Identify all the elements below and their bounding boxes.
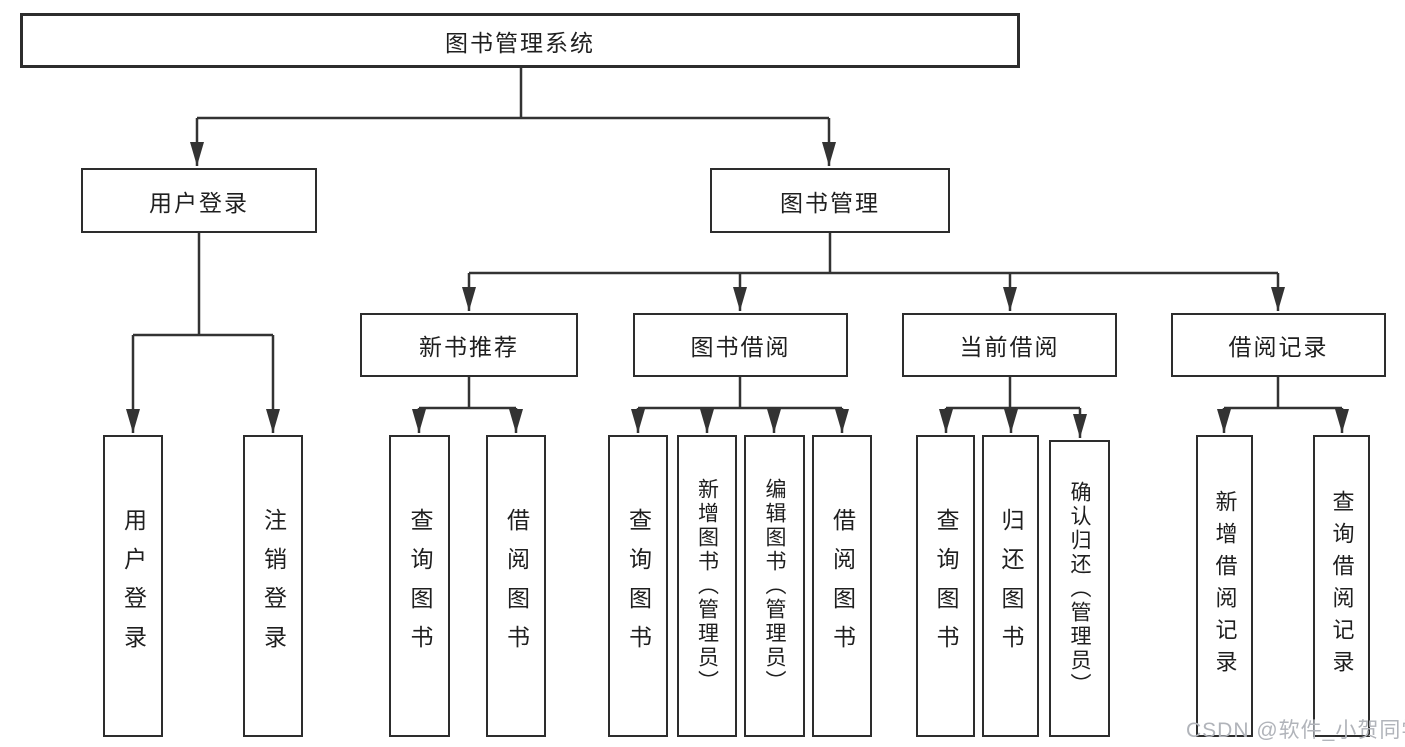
leaf-br-add-record-label: 新增借阅记录 [1212, 490, 1238, 682]
leaf-cb-confirm-return-admin-label: 确认归还（管理员） [1068, 480, 1091, 697]
leaf-nbr-query-books: 查询图书 [389, 435, 450, 737]
node-book-borrow: 图书借阅 [633, 313, 848, 377]
node-root: 图书管理系统 [20, 13, 1020, 68]
leaf-nbr-borrow-books-label: 借阅图书 [503, 508, 530, 664]
leaf-cb-return-books: 归还图书 [982, 435, 1039, 737]
leaf-cb-return-books-label: 归还图书 [998, 508, 1024, 664]
leaf-cb-query-books-label: 查询图书 [933, 508, 959, 664]
node-current-borrow-label: 当前借阅 [959, 334, 1060, 360]
node-borrow-records: 借阅记录 [1171, 313, 1386, 377]
leaf-br-query-record-label: 查询借阅记录 [1329, 490, 1355, 682]
leaf-nbr-borrow-books: 借阅图书 [486, 435, 546, 737]
node-book-borrow-label: 图书借阅 [690, 334, 791, 360]
node-book-mgmt-label: 图书管理 [780, 189, 880, 216]
leaf-bb-borrow-books-label: 借阅图书 [829, 508, 856, 664]
node-borrow-records-label: 借阅记录 [1228, 334, 1329, 360]
leaf-user-login: 用户登录 [103, 435, 163, 737]
leaf-bb-add-books-admin: 新增图书（管理员） [677, 435, 737, 737]
leaf-cb-query-books: 查询图书 [916, 435, 975, 737]
node-new-book-rec-label: 新书推荐 [419, 334, 519, 360]
node-root-label: 图书管理系统 [445, 29, 595, 56]
leaf-logout-label: 注销登录 [260, 508, 287, 664]
leaf-bb-borrow-books: 借阅图书 [812, 435, 872, 737]
leaf-logout: 注销登录 [243, 435, 303, 737]
node-book-mgmt: 图书管理 [710, 168, 950, 233]
leaf-br-add-record: 新增借阅记录 [1196, 435, 1253, 737]
leaf-bb-query-books: 查询图书 [608, 435, 668, 737]
node-current-borrow: 当前借阅 [902, 313, 1117, 377]
leaf-bb-query-books-label: 查询图书 [625, 508, 652, 664]
node-user-login: 用户登录 [81, 168, 317, 233]
csdn-watermark: CSDN @软件_小贺同学 [1186, 719, 1405, 742]
leaf-bb-edit-books-admin: 编辑图书（管理员） [744, 435, 805, 737]
leaf-nbr-query-books-label: 查询图书 [407, 508, 433, 664]
leaf-cb-confirm-return-admin: 确认归还（管理员） [1049, 440, 1110, 737]
leaf-bb-edit-books-admin-label: 编辑图书（管理员） [763, 478, 786, 694]
leaf-bb-add-books-admin-label: 新增图书（管理员） [695, 478, 719, 694]
leaf-user-login-label: 用户登录 [120, 508, 147, 664]
leaf-br-query-record: 查询借阅记录 [1313, 435, 1370, 737]
node-new-book-rec: 新书推荐 [360, 313, 578, 377]
node-user-login-label: 用户登录 [149, 189, 249, 216]
